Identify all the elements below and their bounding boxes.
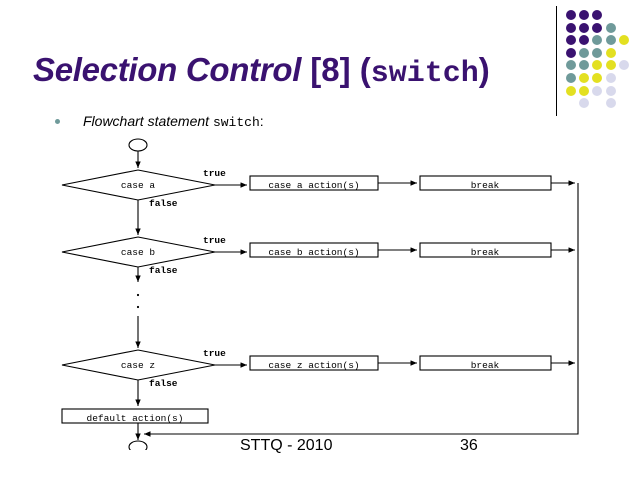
page-title: Selection Control [8] (switch) [33, 50, 553, 96]
edge-break-return-rail [144, 183, 579, 437]
logo-dot [592, 73, 603, 83]
flowchart-end-node [128, 440, 148, 450]
title-main-text: Selection Control [33, 51, 302, 88]
flowchart-start-node [128, 138, 148, 152]
decision-case-z-label: case z [121, 360, 155, 371]
ellipsis-dot-1 [136, 293, 140, 297]
logo-dot [579, 73, 590, 83]
logo-dot [566, 85, 576, 96]
logo-dot [566, 22, 576, 33]
process-break-b-label: break [471, 247, 500, 258]
logo-dot [579, 60, 590, 71]
process-break-a-label: break [471, 180, 500, 191]
logo-dot [605, 73, 616, 83]
logo-dot [605, 47, 616, 58]
logo-dot [566, 10, 576, 20]
process-break-z-label: break [471, 360, 500, 371]
logo-dot-matrix [566, 10, 638, 110]
logo-dot [579, 98, 590, 109]
title-keyword-text: switch [370, 57, 479, 91]
edge-label-false-z: false [149, 378, 178, 389]
edge-label-true-a: true [203, 168, 226, 179]
logo-dot [579, 35, 590, 46]
logo-dot [566, 47, 576, 58]
bullet-italic-text: Flowchart statement [83, 113, 213, 129]
logo-dot [592, 10, 603, 20]
ellipsis-dot-2 [136, 305, 140, 309]
edge-label-true-b: true [203, 235, 226, 246]
logo-dot [579, 47, 590, 58]
process-default-action-label: default action(s) [87, 413, 184, 424]
footer-page-number: 36 [460, 437, 478, 454]
logo-dot [605, 35, 616, 46]
edge-label-false-a: false [149, 198, 178, 209]
bullet-keyword-text: switch [212, 115, 260, 130]
bullet-text: Flowchart statement switch: [83, 112, 264, 132]
decision-case-b-label: case b [121, 247, 156, 258]
logo-dot [618, 60, 629, 71]
logo-dot [579, 85, 590, 96]
logo-divider [556, 6, 557, 116]
logo-dot [592, 60, 603, 71]
process-case-a-action-label: case a action(s) [268, 180, 359, 191]
logo-dot [592, 22, 603, 33]
logo-dot [592, 85, 603, 96]
process-case-b-action-label: case b action(s) [268, 247, 359, 258]
logo-dot [605, 60, 616, 71]
logo-dot [566, 35, 576, 46]
edge-label-true-z: true [203, 348, 226, 359]
logo-dot [579, 10, 590, 20]
logo-dot [592, 35, 603, 46]
logo-dot [566, 73, 576, 83]
logo-dot [605, 22, 616, 33]
title-reference-text: [8] ( [301, 51, 371, 88]
logo-dot [566, 60, 576, 71]
bullet-colon: : [259, 113, 264, 129]
logo-dot [579, 22, 590, 33]
bullet-marker-icon [55, 119, 60, 124]
logo-dot [592, 47, 603, 58]
decision-case-a-label: case a [121, 180, 156, 191]
flowchart-diagram: case a true false case a action(s) break… [61, 138, 579, 450]
process-default-action [61, 408, 209, 424]
footer-organization: STTQ - 2010 [240, 437, 333, 454]
process-case-z-action-label: case z action(s) [268, 360, 359, 371]
edge-label-false-b: false [149, 265, 178, 276]
logo-dot [618, 35, 629, 46]
logo-dot [605, 98, 616, 109]
title-close-paren: ) [478, 51, 490, 88]
logo-dot [605, 85, 616, 96]
